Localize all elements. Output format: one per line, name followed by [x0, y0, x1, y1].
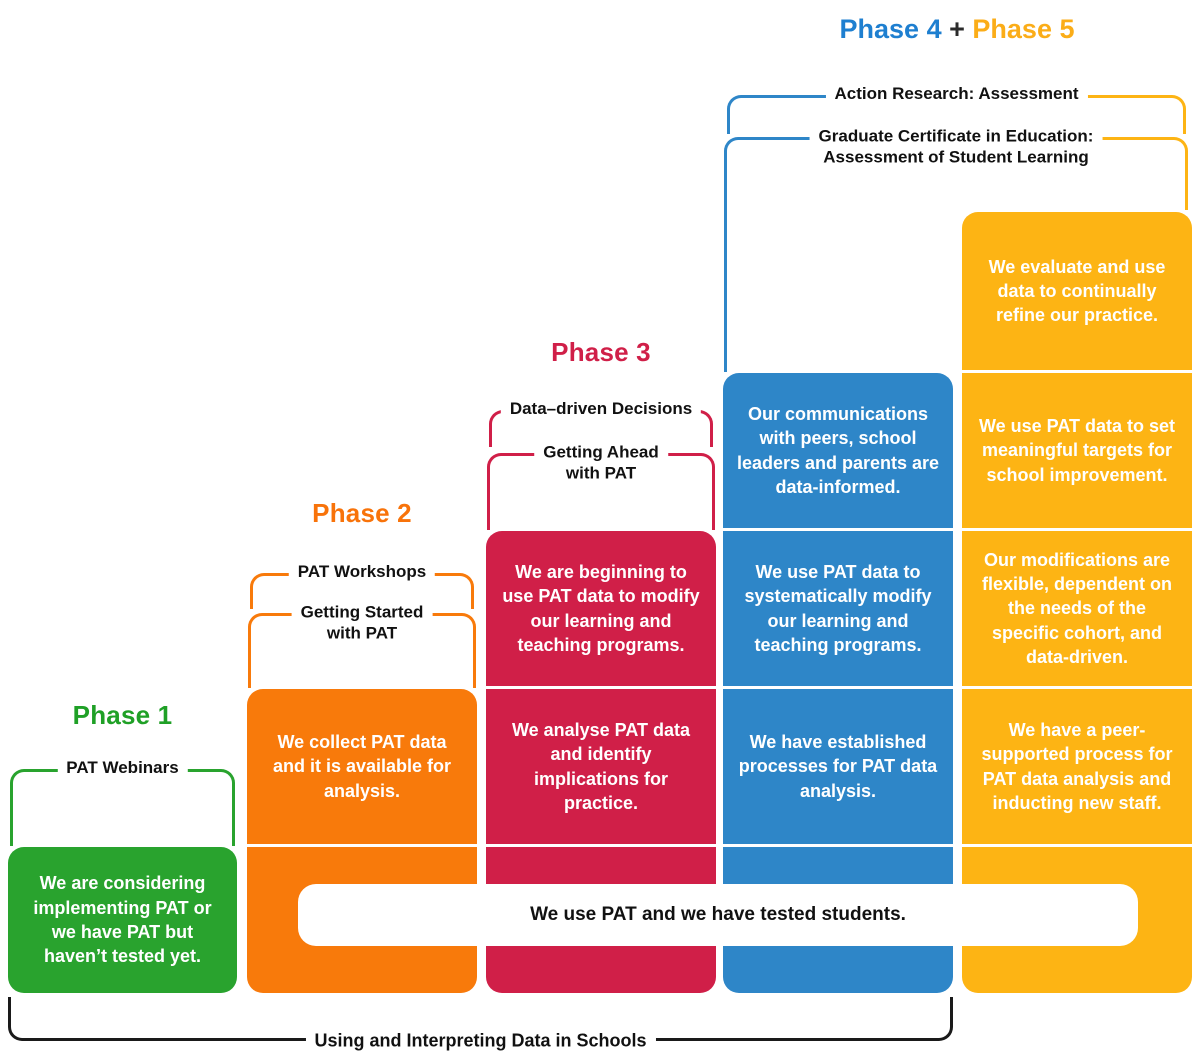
getting-ahead-line2: with PAT — [565, 463, 637, 483]
plus-sign: + — [949, 14, 965, 44]
phase2-title: Phase 2 — [312, 498, 412, 528]
pat-workshops-label: PAT Workshops — [288, 561, 436, 583]
bracket-left-arm — [10, 769, 124, 846]
footer-bracket-label: Using and Interpreting Data in Schools — [305, 1030, 656, 1053]
phase3-column: We are beginning to use PAT data to modi… — [486, 531, 716, 993]
shared-statement-bar: We use PAT and we have tested students. — [298, 884, 1138, 946]
graduate-certificate-label: Graduate Certificate in Education: Asses… — [809, 126, 1103, 169]
phase1-column: We are considering implementing PAT or w… — [8, 847, 237, 993]
getting-ahead-label: Getting Ahead with PAT — [534, 442, 668, 485]
phase5-box: Our modifications are flexible, dependen… — [962, 531, 1192, 686]
phase2-box: We collect PAT data and it is available … — [247, 689, 477, 844]
phase5-box: We evaluate and use data to continually … — [962, 212, 1192, 370]
getting-started-line2: with PAT — [326, 623, 398, 643]
phase3-title: Phase 3 — [551, 337, 651, 367]
pat-webinars-label: PAT Webinars — [57, 757, 188, 779]
bracket-left-arm — [724, 137, 959, 372]
phase1-title: Phase 1 — [72, 700, 173, 730]
getting-started-line1: Getting Started — [300, 602, 424, 622]
phase3-box: We analyse PAT data and identify implica… — [486, 689, 716, 844]
phase3-box: We are beginning to use PAT data to modi… — [486, 531, 716, 686]
phase5-title-text: Phase 5 — [972, 14, 1075, 44]
getting-started-label: Getting Started with PAT — [291, 602, 433, 645]
bracket-right-arm — [121, 769, 235, 846]
phase1-box: We are considering implementing PAT or w… — [8, 847, 237, 993]
action-research-label: Action Research: Assessment — [825, 83, 1088, 105]
phase4-box: We use PAT data to systematically modify… — [723, 531, 953, 686]
graduate-certificate-line1: Graduate Certificate in Education: — [818, 126, 1094, 146]
phase4-5-title: Phase 4 + Phase 5 — [722, 14, 1192, 45]
footer-bracket: Using and Interpreting Data in Schools — [8, 997, 953, 1053]
data-driven-decisions-label: Data–driven Decisions — [500, 398, 702, 420]
graduate-certificate-line2: Assessment of Student Learning — [823, 147, 1089, 167]
phase5-column: We evaluate and use data to continually … — [962, 212, 1192, 993]
phase4-box: Our communications with peers, school le… — [723, 373, 953, 528]
phase5-box: We use PAT data to set meaningful target… — [962, 373, 1192, 528]
phase5-box: We have a peer-supported process for PAT… — [962, 689, 1192, 844]
getting-ahead-line1: Getting Ahead — [543, 442, 659, 462]
phase4-box: We have established processes for PAT da… — [723, 689, 953, 844]
phase4-title-text: Phase 4 — [839, 14, 942, 44]
phase2-column: We collect PAT data and it is available … — [247, 689, 477, 993]
